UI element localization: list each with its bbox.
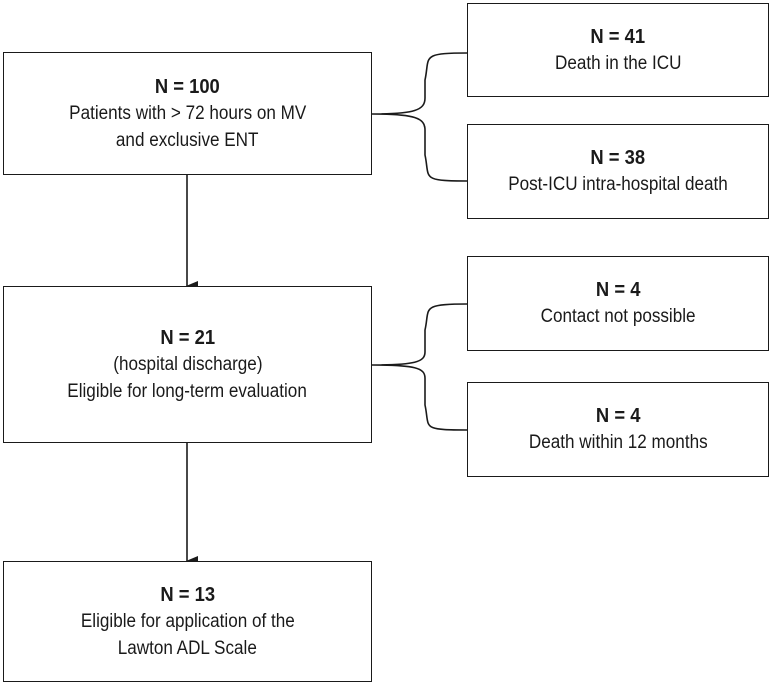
box-discharge-count: N = 21 xyxy=(160,326,215,349)
brace-connector-bottom xyxy=(371,303,468,431)
box-icu-death-count: N = 41 xyxy=(590,25,646,48)
box-final-eligible: N = 13 Eligible for application of the L… xyxy=(3,561,372,682)
box-start-patients: N = 100 Patients with > 72 hours on MV a… xyxy=(3,52,372,175)
box-icu-death: N = 41 Death in the ICU xyxy=(467,3,769,97)
box-discharge-line-1: (hospital discharge) xyxy=(112,353,263,375)
box-contact-not-possible: N = 4 Contact not possible xyxy=(467,256,769,351)
brace-connector-top xyxy=(371,52,468,182)
box-final-count: N = 13 xyxy=(160,583,215,606)
box-no-contact-line-1: Contact not possible xyxy=(540,306,696,327)
box-no-contact-count: N = 4 xyxy=(595,279,641,301)
box-death-12m-count: N = 4 xyxy=(595,405,641,427)
box-hospital-discharge: N = 21 (hospital discharge) Eligible for… xyxy=(3,286,372,443)
box-death-12-months: N = 4 Death within 12 months xyxy=(467,382,769,477)
box-start-count: N = 100 xyxy=(155,75,220,98)
box-start-line-2: and exclusive ENT xyxy=(116,129,259,151)
box-post-icu-death-count: N = 38 xyxy=(590,147,646,169)
box-final-line-2: Lawton ADL Scale xyxy=(117,637,258,659)
box-post-icu-death-line-1: Post-ICU intra-hospital death xyxy=(508,174,728,195)
box-discharge-line-2: Eligible for long-term evaluation xyxy=(67,380,308,402)
box-icu-death-line-1: Death in the ICU xyxy=(554,52,682,74)
box-death-12m-line-1: Death within 12 months xyxy=(528,432,708,453)
box-start-line-1: Patients with > 72 hours on MV xyxy=(68,102,307,124)
box-final-line-1: Eligible for application of the xyxy=(80,610,295,632)
box-post-icu-death: N = 38 Post-ICU intra-hospital death xyxy=(467,124,769,219)
